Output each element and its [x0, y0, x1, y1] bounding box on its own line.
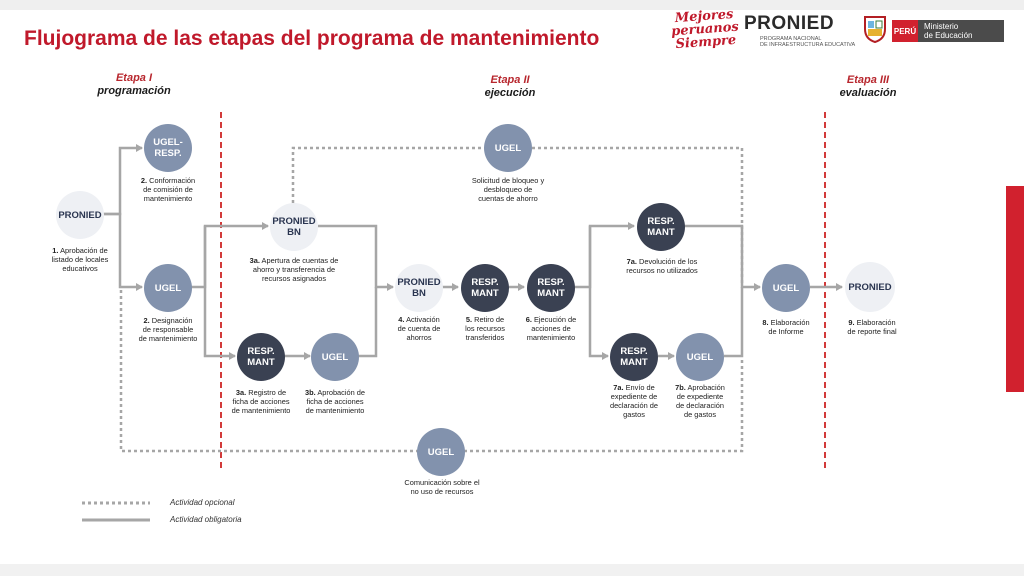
desc-step-8: 8. Elaboración de Informe: [762, 318, 810, 336]
desc-step-7b: 7b. Aprobación de expediente de declarac…: [675, 383, 725, 419]
node-ugel-top: UGEL: [484, 124, 532, 172]
link-bn-4: [318, 224, 394, 291]
legend-mandatory-label: Actividad obligatoria: [170, 515, 242, 524]
node-resp-mant-7a: RESP.MANT: [610, 333, 658, 381]
desc-step-3b: 3b. Aprobación de ficha de acciones de m…: [304, 388, 365, 415]
stage-3-title: Etapa III evaluación: [839, 74, 897, 99]
desc-step-2-commission: 2. Conformación de comisión de mantenimi…: [140, 176, 196, 203]
node-pronied-1: PRONIED: [56, 191, 104, 239]
node-resp-mant-6: RESP.MANT: [527, 264, 575, 312]
desc-step-1: 1. Aprobación de listado de locales educ…: [51, 246, 109, 273]
peru-badge: PERÚ: [892, 20, 918, 42]
desc-step-2-responsible: 2. Designación de responsable de manteni…: [138, 316, 198, 343]
link-2-resp3a: [203, 226, 236, 360]
node-ugel-3b: UGEL: [311, 333, 359, 381]
optional-bottom-loop: [119, 290, 744, 453]
desc-step-3a-accounts: 3a. Apertura de cuentas de ahorro y tran…: [249, 256, 339, 283]
link-1-ugel2: [103, 212, 143, 291]
desc-step-6: 6. Ejecución de acciones de mantenimient…: [525, 315, 577, 342]
coat-of-arms-icon: [864, 16, 886, 44]
node-ugel-7b: UGEL: [676, 333, 724, 381]
node-resp-mant-3a: RESP.MANT: [237, 333, 285, 381]
link-3b-4: [358, 287, 378, 358]
link-7b-8: [724, 287, 744, 358]
legend-optional-label: Actividad opcional: [170, 498, 235, 507]
top-strip: [0, 0, 1024, 10]
desc-block-unblock: Solicitud de bloqueo y desbloqueo de cue…: [471, 176, 545, 203]
desc-step-9: 9. Elaboración de reporte final: [847, 318, 897, 336]
desc-step-5: 5. Retiro de los recursos transferidos: [465, 315, 505, 342]
node-ugel-bottom: UGEL: [417, 428, 465, 476]
node-ugel-8: UGEL: [762, 264, 810, 312]
stage-2-title: Etapa II ejecución: [484, 74, 536, 99]
pronied-logo: PRONIED PROGRAMA NACIONAL DE INFRAESTRUC…: [744, 13, 856, 48]
link-6-7a: [588, 226, 609, 360]
slide-title: Flujograma de las etapas del programa de…: [24, 27, 600, 50]
stage-1-title: Etapa I programación: [97, 72, 171, 97]
node-pronied-9: PRONIED: [845, 262, 895, 312]
desc-no-use-resources: Comunicación sobre el no uso de recursos: [404, 478, 480, 496]
optional-top-loop: [291, 146, 744, 285]
node-resp-mant-7a-top: RESP.MANT: [637, 203, 685, 251]
desc-step-4: 4. Activación de cuenta de ahorros: [397, 315, 441, 342]
desc-step-7a-send: 7a. Envío de expediente de declaración d…: [609, 383, 659, 419]
node-resp-mant-5: RESP.MANT: [461, 264, 509, 312]
ministerio-badge: Ministerio de Educación: [918, 20, 1004, 42]
desc-step-3a-register: 3a. Registro de ficha de acciones de man…: [231, 388, 291, 415]
node-ugel-2: UGEL: [144, 264, 192, 312]
bottom-strip: [0, 564, 1024, 576]
desc-step-7a-return: 7a. Devolución de los recursos no utiliz…: [626, 257, 698, 275]
node-ugel-resp: UGEL-RESP.: [144, 124, 192, 172]
right-accent-tab: [1006, 186, 1024, 392]
